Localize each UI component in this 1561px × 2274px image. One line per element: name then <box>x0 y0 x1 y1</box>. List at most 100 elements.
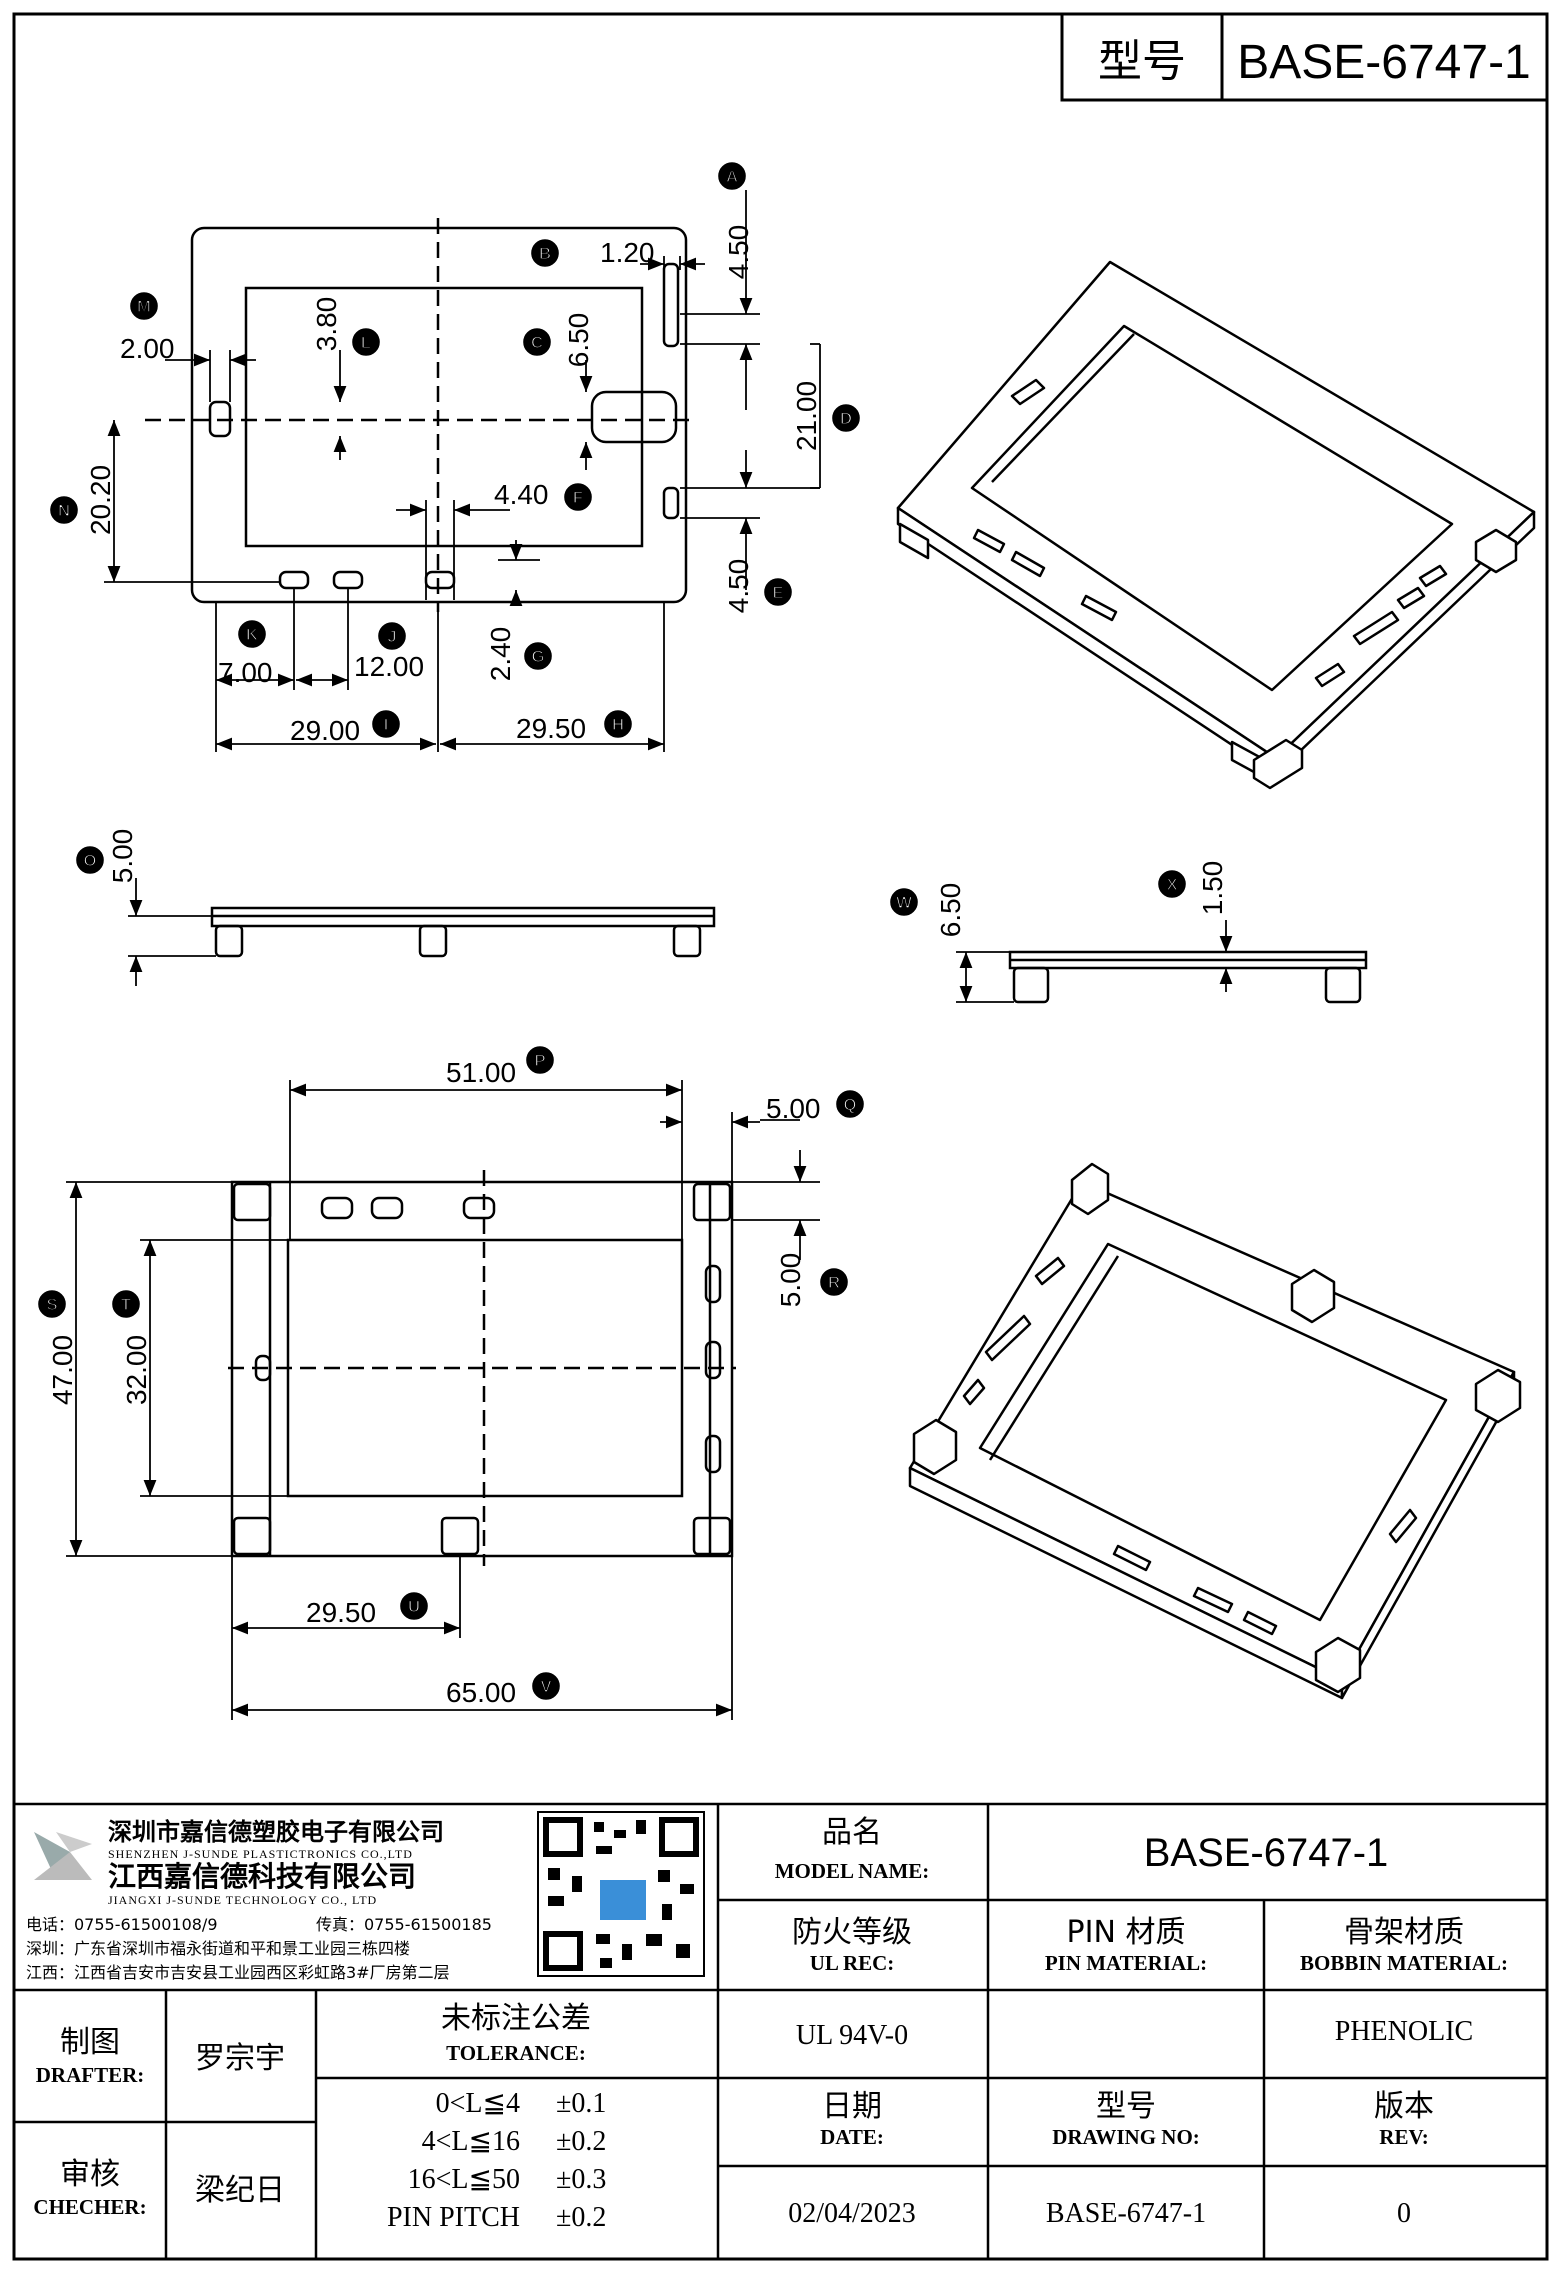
callout-C: C <box>523 328 551 356</box>
callout-O: O <box>76 846 104 874</box>
dim-V: 65.00 <box>446 1677 516 1708</box>
tol-range-2: 4<L≦16 <box>422 2126 520 2157</box>
callout-N: N <box>50 496 78 524</box>
top-view <box>145 218 690 612</box>
dim-G: 2.40 <box>485 627 516 682</box>
svg-text:N: N <box>58 501 70 520</box>
company-name-cn-1: 深圳市嘉信德塑胶电子有限公司 <box>108 1818 444 1846</box>
callout-F: F <box>564 483 592 511</box>
dim-E: 4.50 <box>723 559 754 614</box>
callout-S: S <box>38 1290 66 1318</box>
dim-J: 12.00 <box>354 651 424 682</box>
company-fax: 传真：0755-61500185 <box>316 1915 492 1934</box>
tol-range-3: 16<L≦50 <box>408 2164 520 2195</box>
callout-P: P <box>526 1046 554 1074</box>
pin-material-cn: PIN 材质 <box>1067 1915 1186 1950</box>
ul-rec-en: UL REC: <box>810 1951 895 1975</box>
svg-text:S: S <box>46 1295 57 1314</box>
header-model-label: 型号 <box>1098 36 1186 87</box>
dim-O: 5.00 <box>107 829 138 884</box>
svg-text:B: B <box>539 244 551 263</box>
company-name-en-1: SHENZHEN J-SUNDE PLASTICTRONICS CO.,LTD <box>108 1847 413 1861</box>
model-name-cn: 品名 <box>822 1815 882 1850</box>
tolerance-cn: 未标注公差 <box>441 2001 591 2036</box>
callout-I: I <box>372 710 400 738</box>
drafter-en: DRAFTER: <box>36 2063 145 2087</box>
dim-H: 29.50 <box>516 713 586 744</box>
svg-text:K: K <box>246 625 259 644</box>
callout-L: L <box>352 328 380 356</box>
svg-text:T: T <box>121 1295 132 1314</box>
dim-A: 4.50 <box>723 225 754 280</box>
sheet-border <box>12 12 1549 2261</box>
top-view-labels: 4.50 1.20 6.50 21.00 4.50 4.40 2.40 29.5… <box>85 225 822 746</box>
callout-U: U <box>400 1592 428 1620</box>
company-name-cn-2: 江西嘉信德科技有限公司 <box>108 1860 416 1893</box>
dim-W: 6.50 <box>935 883 966 938</box>
dim-N: 20.20 <box>85 465 116 535</box>
tolerance-en: TOLERANCE: <box>446 2041 586 2065</box>
top-view-dimensions <box>104 190 821 752</box>
front-side-view <box>210 906 716 958</box>
svg-text:E: E <box>772 583 783 602</box>
callout-markers: A B C D E F G H I J K L M N O P Q R S T … <box>38 162 1186 1700</box>
dim-S: 47.00 <box>47 1335 78 1405</box>
bobbin-material-en: BOBBIN MATERIAL: <box>1300 1951 1508 1975</box>
svg-text:A: A <box>726 167 738 186</box>
iso-view-top <box>896 260 1536 790</box>
dim-R: 5.00 <box>775 1253 806 1308</box>
checker-en: CHECHER: <box>33 2195 146 2219</box>
svg-text:O: O <box>83 851 96 870</box>
checker-value: 梁纪日 <box>195 2173 285 2208</box>
company-address-sz: 深圳：广东省深圳市福永街道和平和景工业园三栋四楼 <box>26 1939 410 1958</box>
svg-text:P: P <box>534 1051 545 1070</box>
tol-value-1: ±0.1 <box>556 2088 606 2119</box>
dim-M: 2.00 <box>120 333 175 364</box>
date-cn: 日期 <box>822 2089 882 2124</box>
drafter-value: 罗宗宇 <box>195 2041 285 2076</box>
svg-text:C: C <box>531 333 543 352</box>
ul-rec-value: UL 94V-0 <box>796 2020 908 2051</box>
callout-K: K <box>238 620 266 648</box>
iso-view-bottom <box>908 1162 1522 1700</box>
svg-text:X: X <box>1166 875 1178 894</box>
dim-L: 3.80 <box>311 297 342 352</box>
tol-value-4: ±0.2 <box>556 2202 606 2233</box>
callout-W: W <box>890 888 918 916</box>
dim-D: 21.00 <box>791 381 822 451</box>
ul-rec-cn: 防火等级 <box>792 1915 912 1950</box>
title-block-text: 品名 MODEL NAME: BASE-6747-1 防火等级 UL REC: … <box>33 1815 1508 2233</box>
rev-value: 0 <box>1397 2198 1411 2229</box>
callout-H: H <box>604 710 632 738</box>
dim-X: 1.50 <box>1197 861 1228 916</box>
tol-range-1: 0<L≦4 <box>436 2088 520 2119</box>
svg-text:D: D <box>840 409 852 428</box>
drawing-no-cn: 型号 <box>1096 2089 1156 2124</box>
date-value: 02/04/2023 <box>788 2198 916 2229</box>
callout-J: J <box>378 622 406 650</box>
company-name-en-2: JIANGXI J-SUNDE TECHNOLOGY CO., LTD <box>108 1893 377 1907</box>
dim-U: 29.50 <box>306 1597 376 1628</box>
bobbin-material-cn: 骨架材质 <box>1344 1915 1464 1950</box>
pin-material-en: PIN MATERIAL: <box>1045 1951 1207 1975</box>
svg-text:L: L <box>361 333 371 352</box>
callout-T: T <box>112 1290 140 1318</box>
end-side-view <box>1008 950 1368 1004</box>
bottom-view-dims <box>66 1080 820 1720</box>
svg-text:J: J <box>387 627 396 646</box>
dim-T: 32.00 <box>121 1335 152 1405</box>
svg-text:V: V <box>540 1677 552 1696</box>
callout-V: V <box>532 1672 560 1700</box>
qr-code-icon <box>537 1811 705 1977</box>
callout-G: G <box>524 642 552 670</box>
company-phone: 电话：0755-61500108/9 <box>26 1915 218 1934</box>
callout-X: X <box>1158 870 1186 898</box>
drawing-no-value: BASE-6747-1 <box>1046 2198 1206 2229</box>
rev-cn: 版本 <box>1374 2089 1434 2124</box>
company-logo-icon <box>34 1832 92 1880</box>
callout-Q: Q <box>836 1090 864 1118</box>
svg-text:I: I <box>384 715 389 734</box>
dim-P: 51.00 <box>446 1057 516 1088</box>
svg-text:H: H <box>612 715 624 734</box>
